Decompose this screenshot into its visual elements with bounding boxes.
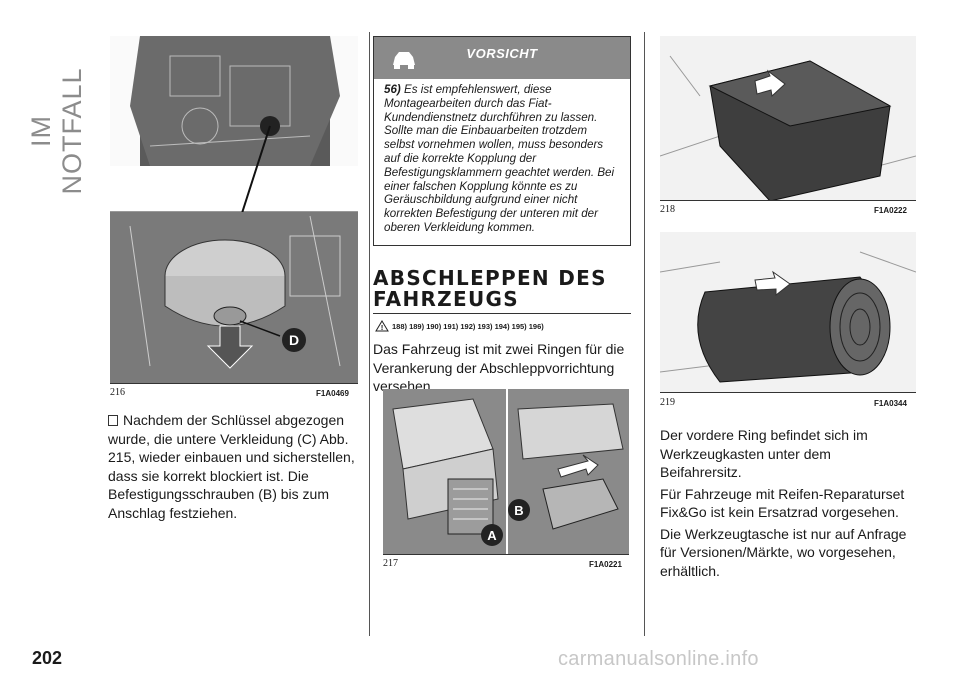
figure-216: D <box>110 36 358 384</box>
figure-217: A B <box>383 389 629 555</box>
warning-header: VORSICHT <box>374 37 630 79</box>
column-3-text: Der vordere Ring befindet sich im Werkze… <box>660 426 916 580</box>
column-divider-1 <box>369 32 370 636</box>
section-title: ABSCHLEPPEN DES FAHRZEUGS <box>373 268 631 314</box>
column-3-paragraph-3: Die Werkzeugtasche ist nur auf Anfrage f… <box>660 525 907 579</box>
callout-d: D <box>289 332 299 348</box>
figure-217-number: 217 <box>383 558 398 569</box>
figure-218 <box>659 36 917 202</box>
bullet-icon <box>108 415 118 426</box>
figure-218-number: 218 <box>660 204 675 215</box>
figure-219 <box>659 232 917 393</box>
figure-218-code: F1A0222 <box>874 206 907 215</box>
column-3-paragraph-1: Der vordere Ring befindet sich im Werkze… <box>660 427 868 480</box>
warning-triangle-icon: ! <box>375 320 389 332</box>
page-number: 202 <box>32 648 63 668</box>
figure-218-illustration <box>659 36 917 202</box>
figure-219-code: F1A0344 <box>874 399 907 408</box>
figure-219-number: 219 <box>660 397 675 408</box>
watermark: carmanualsonline.info <box>558 648 759 670</box>
column-1-paragraph: Nachdem der Schlüssel abgezogen wurde, d… <box>108 411 360 522</box>
section-refs: 188) 189) 190) 191) 192) 193) 194) 195) … <box>392 322 544 331</box>
figure-216-code: F1A0469 <box>316 389 349 398</box>
column-3-paragraph-2: Für Fahrzeuge mit Reifen-Reparaturset Fi… <box>660 485 905 521</box>
figure-216-number: 216 <box>110 387 125 398</box>
warning-body: 56) Es ist empfehlenswert, diese Montage… <box>374 79 630 235</box>
column-1-text: Nachdem der Schlüssel abgezogen wurde, d… <box>108 412 355 521</box>
figure-217-code: F1A0221 <box>589 560 622 569</box>
car-warning-icon <box>393 52 415 69</box>
warning-text: Es ist empfehlenswert, diese Montagearbe… <box>384 83 615 234</box>
figure-217-illustration: A B <box>383 389 629 554</box>
warning-box: VORSICHT 56) Es ist empfehlenswert, dies… <box>373 36 631 246</box>
section-label: IM NOTFALL <box>26 67 87 195</box>
callout-a: A <box>487 528 497 543</box>
warning-ref: 56) <box>384 83 401 96</box>
figure-216-illustration: D <box>110 36 358 383</box>
column-divider-2 <box>644 32 645 636</box>
warning-title: VORSICHT <box>466 46 538 61</box>
column-2-paragraph: Das Fahrzeug ist mit zwei Ringen für die… <box>373 341 625 394</box>
figure-219-illustration <box>659 232 917 392</box>
callout-b: B <box>514 503 523 518</box>
svg-text:!: ! <box>381 325 383 332</box>
